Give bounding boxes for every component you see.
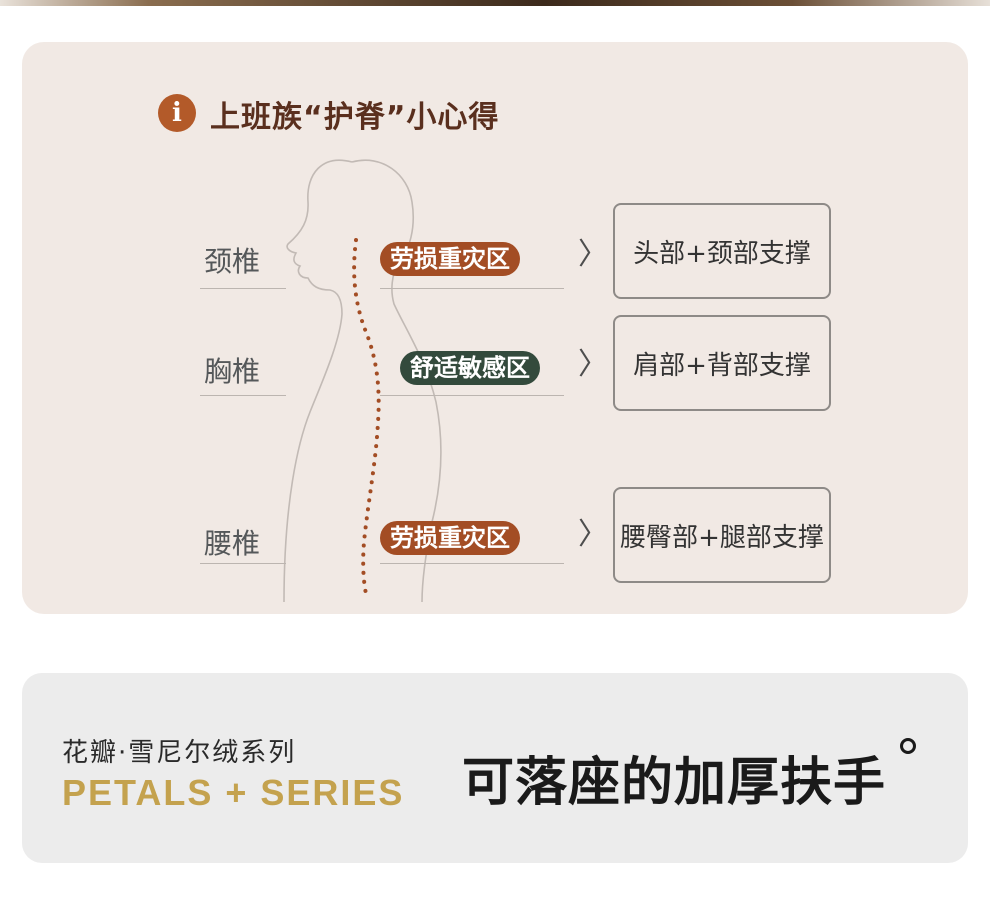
series-name-cn: 花瓣·雪尼尔绒系列 bbox=[62, 738, 297, 768]
region-underline bbox=[200, 563, 286, 564]
info-icon: i bbox=[158, 94, 196, 132]
zone-underline bbox=[380, 563, 564, 564]
region-label-cervical: 颈椎 bbox=[204, 245, 261, 278]
zone-badge-strain: 劳损重灾区 bbox=[380, 242, 520, 276]
zone-badge-comfort: 舒适敏感区 bbox=[400, 351, 540, 385]
feature-headline: 可落座的加厚扶手 bbox=[462, 753, 887, 813]
region-underline bbox=[200, 288, 286, 289]
zone-underline bbox=[380, 395, 564, 396]
top-photo-strip bbox=[0, 0, 990, 6]
region-underline bbox=[200, 395, 286, 396]
chevron-right-icon: 〉 bbox=[578, 237, 608, 272]
support-box-shoulder-back: 肩部+背部支撑 bbox=[613, 315, 831, 411]
spine-tips-card bbox=[22, 42, 968, 614]
series-banner bbox=[22, 673, 968, 863]
chevron-right-icon: 〉 bbox=[578, 347, 608, 382]
zone-underline bbox=[380, 288, 564, 289]
support-box-head-neck: 头部+颈部支撑 bbox=[613, 203, 831, 299]
tips-title: 上班族“护脊”小心得 bbox=[210, 100, 500, 135]
region-label-thoracic: 胸椎 bbox=[204, 355, 261, 388]
series-name-en: PETALS + SERIES bbox=[62, 772, 405, 813]
degree-circle-icon bbox=[900, 738, 916, 754]
chevron-right-icon: 〉 bbox=[578, 517, 608, 552]
region-label-lumbar: 腰椎 bbox=[204, 527, 261, 560]
spine-dotted-line bbox=[352, 238, 381, 600]
support-box-waist-leg: 腰臀部+腿部支撑 bbox=[613, 487, 831, 583]
head-outline bbox=[283, 159, 353, 603]
zone-badge-strain: 劳损重灾区 bbox=[380, 521, 520, 555]
